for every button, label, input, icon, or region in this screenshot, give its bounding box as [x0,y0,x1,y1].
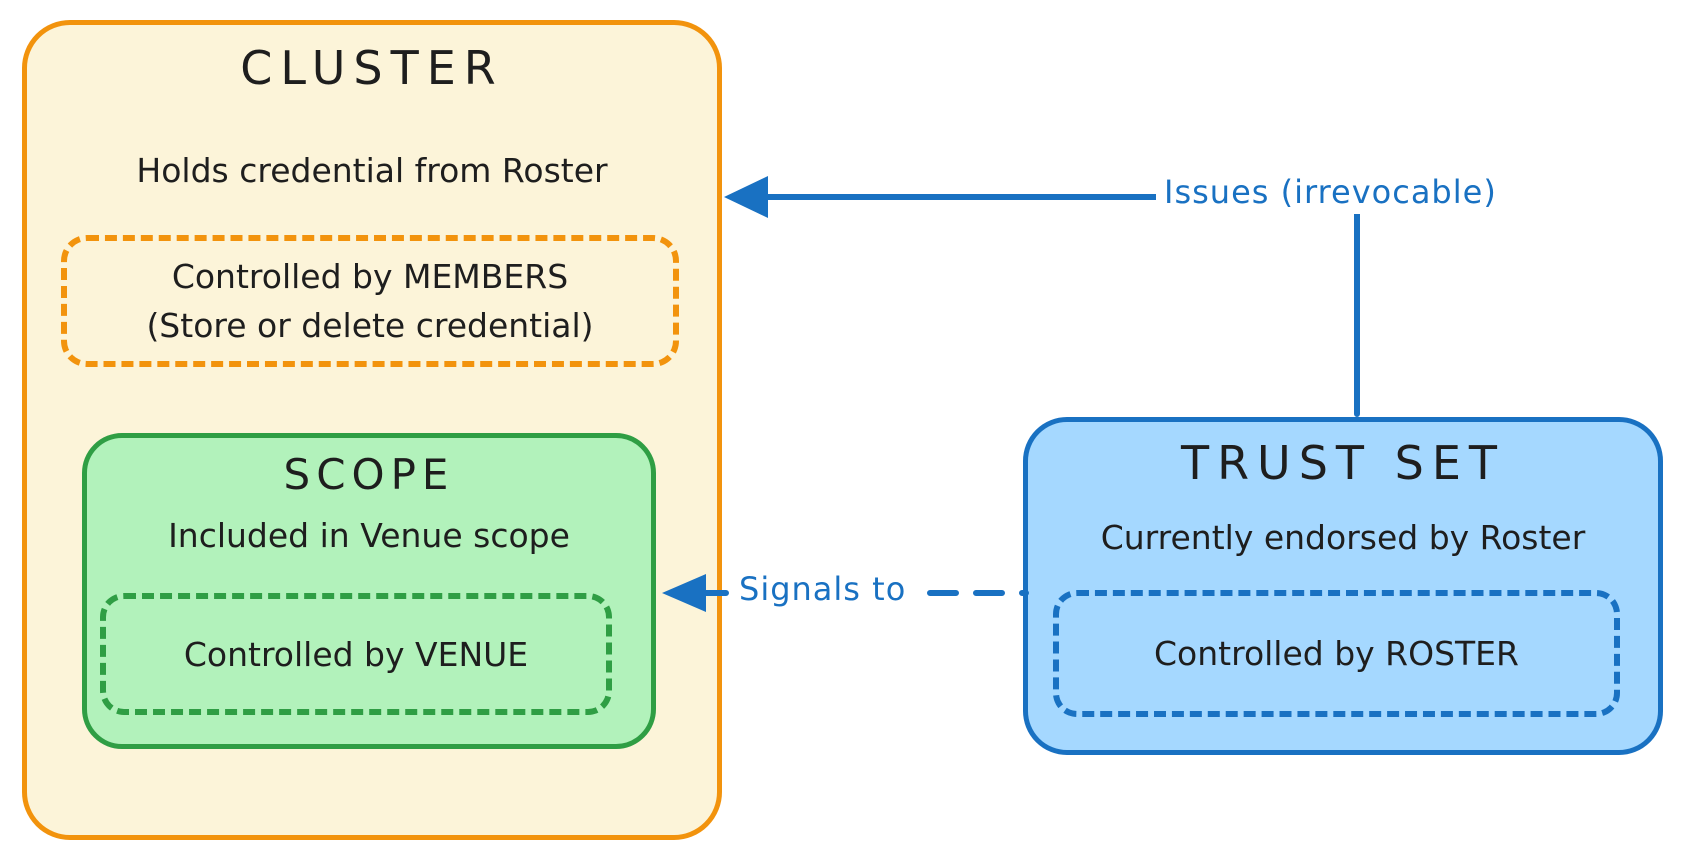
roster-label: Controlled by ROSTER [1154,634,1519,673]
venue-dashed-box: Controlled by VENUE [100,593,612,715]
trust-set-box: TRUST SET Currently endorsed by Roster C… [1023,417,1663,755]
members-label-line1: Controlled by MEMBERS [171,257,569,296]
roster-dashed-box: Controlled by ROSTER [1053,590,1620,717]
issues-arrow-line [741,194,1360,417]
trust-set-title: TRUST SET [1180,436,1505,490]
issues-arrowhead-icon [724,176,768,218]
trust-set-subtitle: Currently endorsed by Roster [1100,518,1586,557]
members-dashed-box: Controlled by MEMBERS (Store or delete c… [61,235,679,367]
signals-arrow-label: Signals to [731,567,915,611]
venue-label: Controlled by VENUE [183,634,529,674]
scope-subtitle: Included in Venue scope [168,516,570,555]
scope-title: SCOPE [283,450,455,499]
cluster-title: CLUSTER [240,41,504,95]
cluster-box: CLUSTER Holds credential from Roster Con… [22,20,722,840]
cluster-subtitle: Holds credential from Roster [136,151,608,190]
scope-box: SCOPE Included in Venue scope Controlled… [82,433,656,749]
members-label-line2: (Store or delete credential) [146,306,594,345]
issues-arrow-label: Issues (irrevocable) [1156,170,1505,214]
